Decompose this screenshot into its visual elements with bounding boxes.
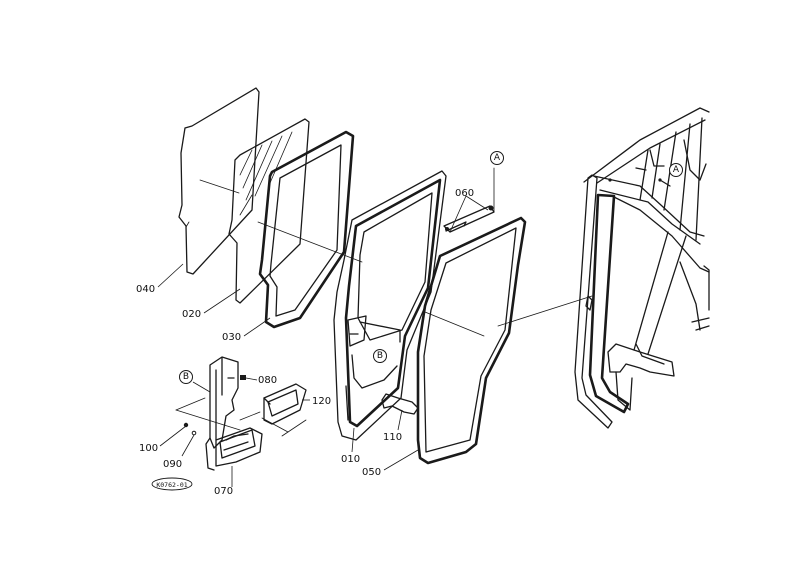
label-090: 090 — [163, 459, 182, 470]
seal-frame-030 — [258, 130, 355, 329]
glass-panel-020 — [228, 118, 310, 304]
ref-b-bracket: B — [179, 370, 193, 384]
label-110: 110 — [383, 432, 402, 443]
label-120: 120 — [312, 396, 331, 407]
door-frame-010 — [333, 170, 447, 441]
leader-lines — [157, 195, 489, 487]
part-labels: 040 020 030 010 050 110 060 080 120 100 … — [136, 188, 474, 497]
bracket-070 — [205, 356, 263, 471]
tray-120 — [263, 383, 307, 425]
drawing-stamp: K0762-01 — [151, 477, 193, 491]
label-020: 020 — [182, 309, 201, 320]
drawing-stamp-text: K0762-01 — [156, 481, 187, 489]
label-050: 050 — [362, 467, 381, 478]
ref-a-cab-label: A — [673, 165, 680, 175]
ref-a-cab: A — [669, 163, 683, 177]
ref-b-bracket-label: B — [183, 372, 189, 382]
ref-b-door-label: B — [377, 351, 383, 361]
label-030: 030 — [222, 332, 241, 343]
cab-frame — [574, 107, 710, 429]
label-040: 040 — [136, 284, 155, 295]
label-060: 060 — [455, 188, 474, 199]
alignment-lines — [175, 167, 593, 437]
glass-panel-040 — [178, 87, 260, 275]
door-seal-050 — [416, 216, 527, 465]
ref-a-top: A — [490, 151, 504, 165]
ref-b-door: B — [373, 349, 387, 363]
label-010: 010 — [341, 454, 360, 465]
washer-090 — [191, 430, 197, 436]
label-070: 070 — [214, 486, 233, 497]
label-080: 080 — [258, 375, 277, 386]
handle-110 — [381, 393, 419, 415]
bolt-080 — [240, 375, 246, 380]
nut-100 — [183, 422, 189, 428]
ref-a-top-label: A — [494, 153, 501, 163]
label-100: 100 — [139, 443, 158, 454]
